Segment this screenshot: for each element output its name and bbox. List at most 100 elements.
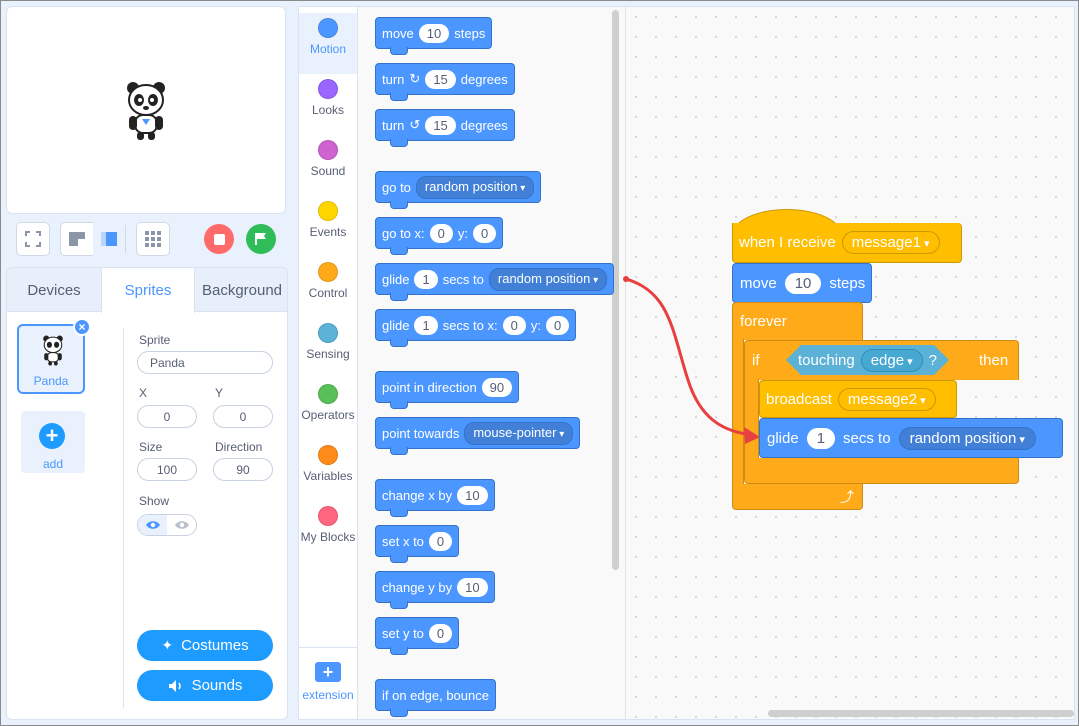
category-events[interactable]: Events (299, 196, 357, 257)
panda-sprite[interactable] (125, 79, 167, 141)
block-text: when I receive (739, 234, 836, 251)
green-flag-button[interactable] (246, 224, 276, 254)
x-field[interactable]: 0 (137, 405, 197, 428)
y-field[interactable]: 0 (213, 405, 273, 428)
category-sensing[interactable]: Sensing (299, 318, 357, 379)
block-text: turn (382, 117, 405, 133)
block-number-input[interactable]: 0 (428, 531, 453, 551)
block-text: y: (530, 317, 541, 333)
message1-dropdown[interactable]: message1 (841, 231, 940, 254)
category-control[interactable]: Control (299, 257, 357, 318)
block-number-input[interactable]: 0 (473, 223, 497, 243)
message2-dropdown[interactable]: message2 (837, 387, 936, 411)
small-stage-button[interactable] (61, 222, 93, 256)
block-number-input[interactable]: 0 (429, 223, 453, 243)
broadcast-block[interactable]: broadcast message2 (759, 380, 957, 418)
category-sound[interactable]: Sound (299, 135, 357, 196)
delete-sprite-icon[interactable]: × (73, 318, 91, 336)
block-number-input[interactable]: 10 (784, 272, 822, 294)
block-text: broadcast (766, 390, 832, 408)
stop-icon (213, 233, 225, 245)
block-number-input[interactable]: 0 (502, 315, 526, 335)
stop-button[interactable] (204, 224, 234, 254)
block-text: change x by (382, 487, 453, 503)
block-number-input[interactable]: 10 (418, 23, 450, 43)
extension-icon: + (315, 662, 341, 682)
block-number-input[interactable]: 15 (425, 115, 456, 135)
block-dropdown[interactable]: random position (488, 267, 608, 291)
layout-toggle (60, 222, 126, 256)
sprite-thumbnail[interactable]: Panda × (17, 318, 91, 394)
block-number-input[interactable]: 10 (457, 485, 488, 505)
edge-dropdown[interactable]: edge (861, 349, 923, 372)
stage[interactable] (6, 6, 286, 214)
block-number-input[interactable]: 0 (545, 315, 570, 335)
block-text: secs to x: (442, 317, 498, 333)
random-position-dropdown[interactable]: random position (898, 426, 1036, 450)
block-bounce[interactable]: if on edge, bounce (375, 679, 496, 717)
when-i-receive-block[interactable]: when I receive message1 (732, 223, 962, 263)
category-motion[interactable]: Motion (299, 13, 357, 74)
add-sprite-button[interactable]: + add (21, 411, 85, 473)
forever-arm (732, 339, 744, 485)
block-dropdown[interactable]: mouse-pointer (464, 421, 574, 445)
block-number-input[interactable]: 90 (481, 377, 513, 397)
category-looks[interactable]: Looks (299, 74, 357, 135)
block-number-input[interactable]: 0 (428, 623, 453, 643)
block-text: go to (382, 179, 411, 195)
block-number-input[interactable]: 10 (457, 577, 488, 597)
show-hidden-button[interactable] (167, 515, 196, 535)
tab-background[interactable]: Background (201, 281, 283, 299)
touching-block[interactable]: touching edge ? (786, 345, 949, 375)
category-label: Sound (310, 164, 346, 178)
size-field[interactable]: 100 (137, 458, 197, 481)
palette-scrollbar[interactable] (612, 10, 619, 570)
block-number-input[interactable]: 15 (425, 69, 456, 89)
block-number-input[interactable]: 1 (414, 315, 438, 335)
sounds-button[interactable]: Sounds (137, 670, 273, 701)
block-number-input[interactable]: 1 (806, 427, 836, 449)
block-number-input[interactable]: 1 (414, 269, 438, 289)
forever-block[interactable] (732, 302, 863, 340)
large-stage-button[interactable] (93, 222, 125, 256)
tab-sprites[interactable]: Sprites (101, 268, 195, 313)
script-glide-block[interactable]: glide 1 secs to random position (759, 418, 1063, 458)
block-text: degrees (460, 117, 508, 133)
grid-button[interactable] (136, 222, 170, 256)
sprite-tabs: Devices Sprites Background (7, 268, 287, 313)
sprite-name-field[interactable]: Panda (137, 351, 273, 374)
block-text: go to x: (382, 225, 425, 241)
forever-label: forever (740, 313, 787, 330)
show-toggle (137, 514, 197, 536)
extension-button[interactable]: + extension (299, 647, 357, 719)
large-stage-icon (101, 232, 117, 246)
then-label: then (979, 352, 1009, 369)
extension-label: extension (302, 688, 354, 702)
show-visible-button[interactable] (138, 515, 167, 535)
script-move-block[interactable]: move 10 steps (732, 263, 872, 303)
category-operators[interactable]: Operators (299, 379, 357, 440)
block-dropdown[interactable]: random position (415, 175, 535, 199)
workspace-scrollbar[interactable] (768, 710, 1074, 717)
eye-hidden-icon (174, 521, 189, 529)
category-variables[interactable]: Variables (299, 440, 357, 501)
category-my-blocks[interactable]: My Blocks (299, 501, 357, 562)
costumes-button[interactable]: ✦ Costumes (137, 630, 273, 661)
tab-devices[interactable]: Devices (27, 281, 81, 299)
block-text: set x to (382, 533, 424, 549)
direction-field[interactable]: 90 (213, 458, 273, 481)
fullscreen-button[interactable] (16, 222, 50, 256)
